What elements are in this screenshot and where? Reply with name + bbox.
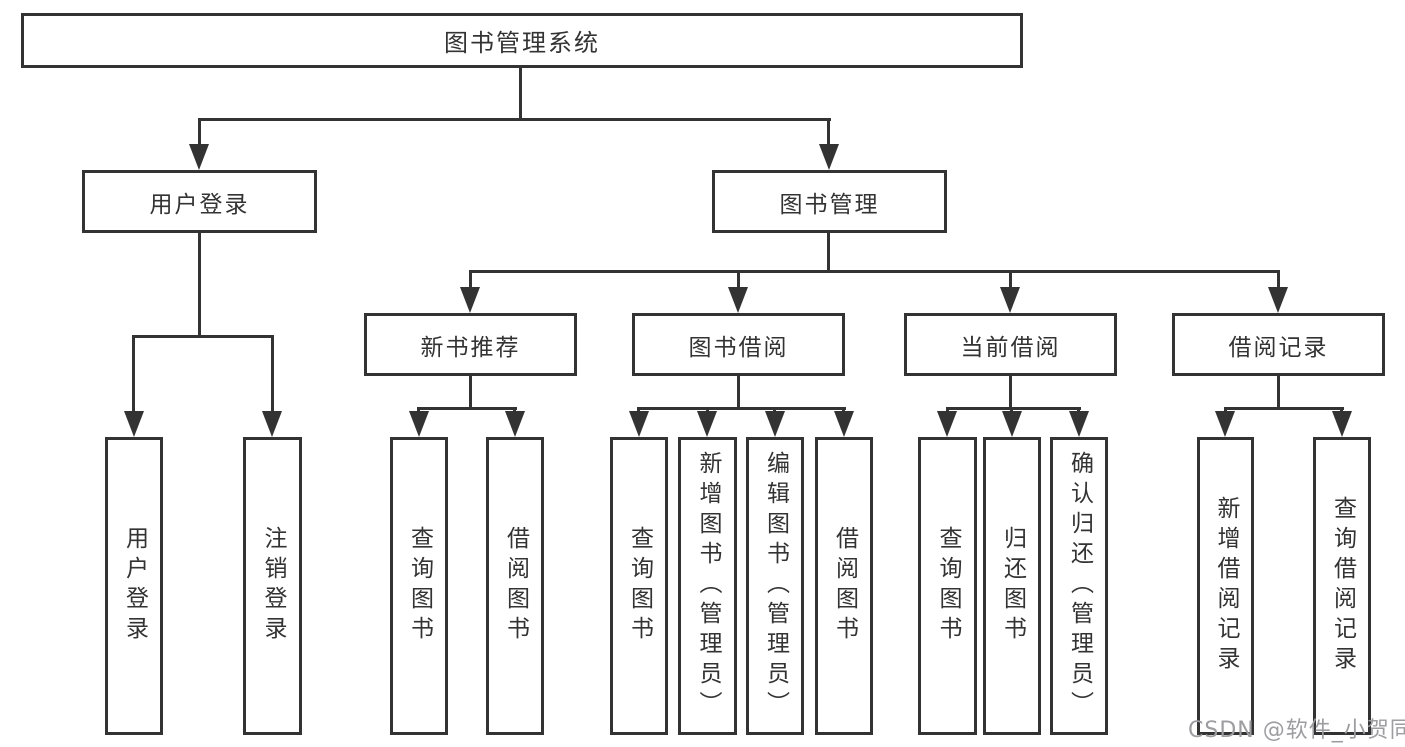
node-label: 新书推荐: [420, 334, 521, 361]
connector-line: [519, 66, 522, 120]
node-new-book-recommend: 新书推荐: [364, 313, 577, 376]
node-label: 注销登录: [260, 526, 286, 646]
node-current-borrow: 当前借阅: [904, 313, 1117, 376]
arrowhead-down-icon: [1069, 411, 1089, 437]
node-label: 归还图书: [999, 526, 1026, 646]
node-user-login: 用户登录: [82, 170, 317, 233]
arrowhead-down-icon: [1215, 411, 1235, 437]
arrowhead-down-icon: [1000, 287, 1020, 313]
leaf-confirm-return-admin: 确认归还（管理员）: [1050, 437, 1108, 735]
leaf-borrow-book: 借阅图书: [815, 437, 873, 735]
node-label: 查询图书: [406, 526, 433, 646]
leaf-recommend-query-book: 查询图书: [390, 437, 448, 735]
node-label: 查询图书: [935, 526, 961, 646]
leaf-add-borrow-record: 新增借阅记录: [1197, 437, 1254, 735]
node-label: 借阅图书: [831, 526, 858, 646]
connector-line: [198, 233, 201, 337]
node-label: 确认归还（管理员）: [1066, 451, 1093, 721]
arrowhead-down-icon: [728, 287, 748, 313]
leaf-edit-book-admin: 编辑图书（管理员）: [746, 437, 804, 735]
node-borrow-records: 借阅记录: [1172, 313, 1385, 376]
connector-line: [737, 270, 740, 289]
leaf-add-book-admin: 新增图书（管理员）: [678, 437, 737, 735]
connector-line: [1277, 376, 1280, 409]
leaf-query-borrow-record: 查询借阅记录: [1313, 437, 1371, 735]
connector-line: [1009, 270, 1012, 289]
node-label: 新增借阅记录: [1213, 496, 1239, 676]
arrowhead-down-icon: [505, 411, 525, 437]
arrowhead-down-icon: [697, 411, 717, 437]
arrowhead-down-icon: [629, 411, 649, 437]
node-label: 查询图书: [626, 526, 653, 646]
arrowhead-down-icon: [124, 411, 144, 437]
leaf-return-book: 归还图书: [983, 437, 1041, 735]
connector-line: [132, 335, 135, 413]
connector-line: [469, 376, 472, 409]
node-label: 当前借阅: [960, 334, 1061, 361]
arrowhead-down-icon: [262, 411, 282, 437]
connector-line: [198, 118, 201, 146]
connector-line: [469, 270, 1280, 273]
node-label: 编辑图书（管理员）: [762, 451, 789, 721]
arrowhead-down-icon: [409, 411, 429, 437]
node-label: 查询借阅记录: [1329, 496, 1356, 676]
arrowhead-down-icon: [460, 287, 480, 313]
connector-line: [737, 376, 740, 409]
leaf-recommend-borrow-book: 借阅图书: [486, 437, 544, 735]
connector-line: [417, 407, 517, 410]
arrowhead-down-icon: [834, 411, 854, 437]
connector-line: [827, 118, 830, 146]
arrowhead-down-icon: [1332, 411, 1352, 437]
node-label: 图书管理: [779, 191, 880, 218]
connector-line: [132, 335, 274, 338]
arrowhead-down-icon: [937, 411, 957, 437]
node-book-borrow: 图书借阅: [632, 313, 845, 376]
arrowhead-down-icon: [1002, 411, 1022, 437]
arrowhead-down-icon: [765, 411, 785, 437]
csdn-watermark: CSDN @软件_小贺同学: [1188, 718, 1405, 743]
leaf-logout: 注销登录: [243, 437, 302, 735]
connector-line: [827, 233, 830, 272]
leaf-user-login: 用户登录: [105, 437, 163, 735]
arrowhead-down-icon: [819, 144, 839, 170]
connector-line: [1224, 407, 1344, 410]
connector-line: [198, 118, 831, 121]
node-label: 用户登录: [149, 191, 250, 218]
node-label: 借阅记录: [1228, 334, 1329, 361]
node-label: 图书借阅: [688, 334, 789, 361]
connector-line: [469, 270, 472, 289]
connector-line: [946, 407, 1081, 410]
node-label: 用户登录: [121, 526, 148, 646]
connector-line: [1277, 270, 1280, 289]
node-book-management: 图书管理: [712, 170, 947, 233]
arrowhead-down-icon: [189, 144, 209, 170]
leaf-current-query-book: 查询图书: [918, 437, 977, 735]
node-label: 借阅图书: [502, 526, 529, 646]
node-label: 图书管理系统: [444, 29, 600, 57]
connector-line: [637, 407, 846, 410]
node-library-management-system: 图书管理系统: [21, 13, 1023, 68]
connector-line: [271, 335, 274, 413]
node-label: 新增图书（管理员）: [695, 451, 721, 721]
leaf-borrow-query-book: 查询图书: [610, 437, 668, 735]
arrowhead-down-icon: [1268, 287, 1288, 313]
connector-line: [1009, 376, 1012, 409]
